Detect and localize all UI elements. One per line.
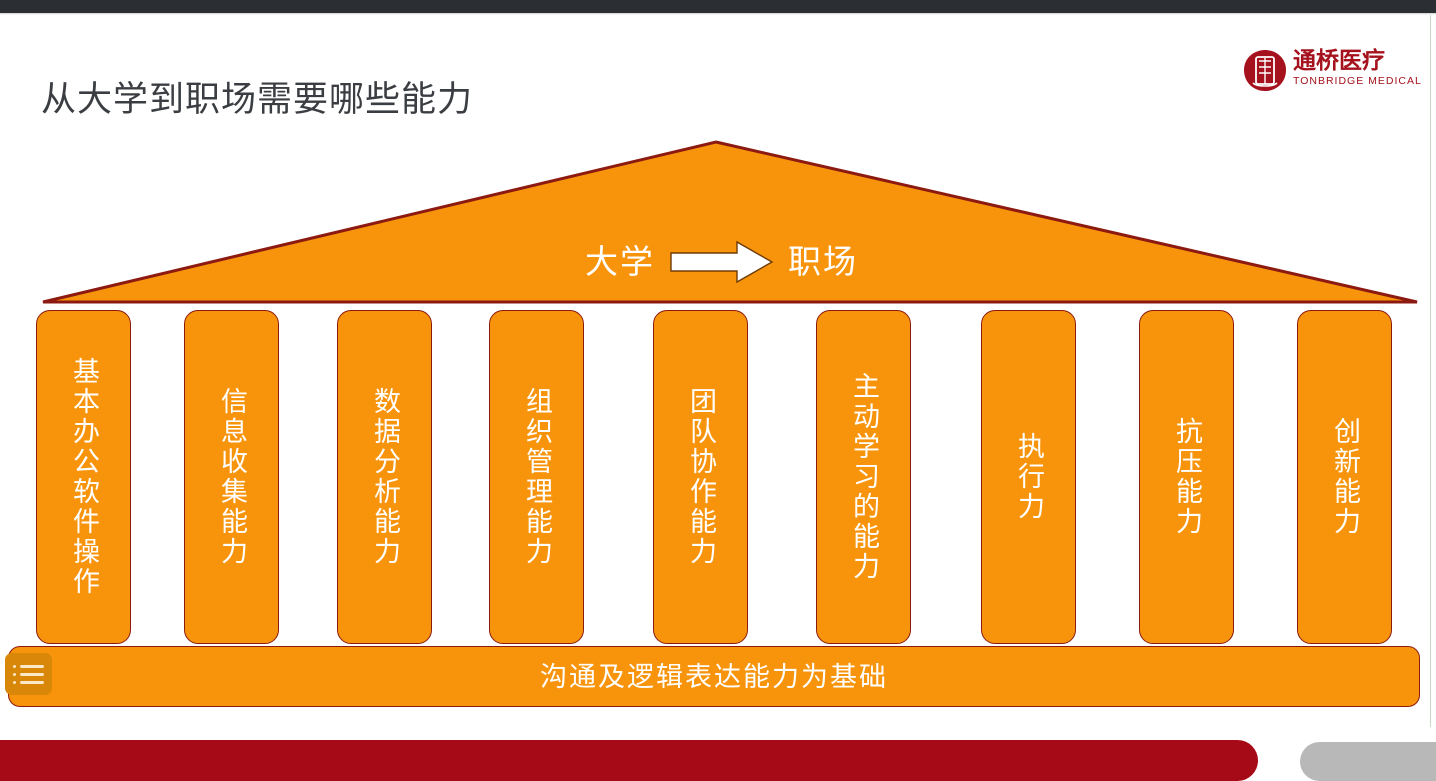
- right-block-arrow-icon: [669, 239, 774, 285]
- pillar-label: 基本办公软件操作: [69, 357, 99, 597]
- pillar-label: 团队协作能力: [686, 387, 716, 567]
- foundation-bar[interactable]: 沟通及逻辑表达能力为基础: [8, 646, 1420, 707]
- pillar-label: 信息收集能力: [217, 387, 247, 567]
- pillar-label: 数据分析能力: [370, 387, 400, 567]
- pillar-3[interactable]: 数据分析能力: [337, 310, 432, 644]
- slide-canvas: 从大学到职场需要哪些能力 通桥医疗 TONBRIDGE MEDICAL: [0, 15, 1431, 727]
- bullet-list-icon[interactable]: [5, 653, 52, 695]
- bottom-red-banner: [0, 740, 1258, 781]
- bottom-gray-banner: [1300, 742, 1436, 781]
- title-bar-shadow: [0, 13, 1436, 15]
- pillar-8[interactable]: 抗压能力: [1139, 310, 1234, 644]
- pillar-2[interactable]: 信息收集能力: [184, 310, 279, 644]
- pillar-7[interactable]: 执行力: [981, 310, 1076, 644]
- roof-from-label: 大学: [585, 243, 655, 280]
- foundation-label: 沟通及逻辑表达能力为基础: [540, 661, 888, 692]
- page-title: 从大学到职场需要哪些能力: [41, 80, 474, 119]
- brand-name-en: TONBRIDGE MEDICAL: [1293, 75, 1422, 87]
- brand-name-cn: 通桥医疗: [1293, 47, 1385, 73]
- pillar-5[interactable]: 团队协作能力: [653, 310, 748, 644]
- pillar-label: 主动学习的能力: [849, 372, 879, 582]
- app-title-bar: [0, 0, 1436, 13]
- bullet-dot: [13, 664, 16, 668]
- pillar-label: 组织管理能力: [522, 387, 552, 567]
- pillar-label: 执行力: [1014, 432, 1044, 522]
- brand-logo: 通桥医疗 TONBRIDGE MEDICAL: [1243, 46, 1422, 96]
- bullet-line: [20, 664, 44, 668]
- bullet-dot: [13, 672, 16, 676]
- bullet-dot: [13, 680, 16, 684]
- pillar-9[interactable]: 创新能力: [1297, 310, 1392, 644]
- bullet-list-row: [13, 680, 44, 684]
- pillar-label: 创新能力: [1330, 417, 1360, 537]
- pillar-group: 基本办公软件操作 信息收集能力 数据分析能力 组织管理能力 团队协作能力 主动学…: [0, 15, 1430, 727]
- bullet-line: [20, 672, 44, 676]
- roof-transition-label: 大学 职场: [585, 237, 858, 287]
- roof-to-label: 职场: [788, 243, 858, 280]
- pillar-4[interactable]: 组织管理能力: [489, 310, 584, 644]
- bullet-list-row: [13, 672, 44, 676]
- pillar-1[interactable]: 基本办公软件操作: [36, 310, 131, 644]
- pillar-label: 抗压能力: [1172, 417, 1202, 537]
- bullet-line: [20, 680, 44, 684]
- temple-roof-shape: [40, 139, 1420, 307]
- bullet-list-row: [13, 664, 44, 668]
- brand-logo-text: 通桥医疗 TONBRIDGE MEDICAL: [1293, 46, 1422, 88]
- tonbridge-seal-icon: [1243, 49, 1287, 92]
- pillar-6[interactable]: 主动学习的能力: [816, 310, 911, 644]
